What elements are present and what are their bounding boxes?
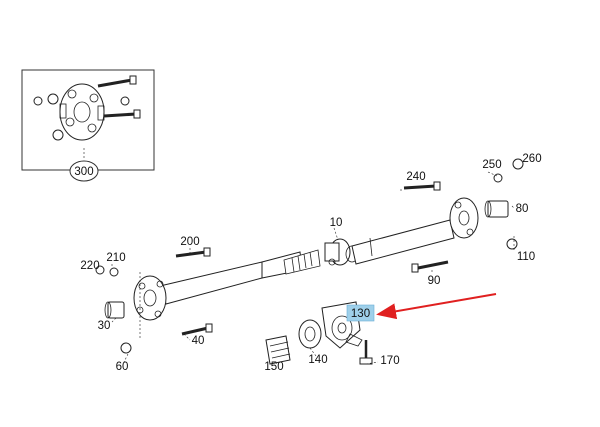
part-240-bolt <box>403 181 441 191</box>
part-260-nut <box>512 158 524 170</box>
callout-200: 200 <box>180 236 199 248</box>
part-30-sleeve <box>104 301 125 319</box>
callout-300: 300 <box>74 166 93 178</box>
callout-150: 150 <box>264 361 283 373</box>
callout-140: 140 <box>308 354 327 366</box>
callout-40: 40 <box>192 335 205 347</box>
front-flange <box>449 197 479 239</box>
part-80-sleeve <box>484 200 509 218</box>
part-140-bearing-ring <box>298 319 322 349</box>
callout-30: 30 <box>98 320 111 332</box>
callout-210: 210 <box>106 252 125 264</box>
drive-shaft <box>133 197 479 321</box>
callout-250: 250 <box>482 159 501 171</box>
inset-box: 300 <box>21 69 155 182</box>
inset-nuts <box>33 93 130 141</box>
part-220-nut <box>95 265 105 275</box>
callout-130: 130 <box>351 308 370 320</box>
part-150-boot <box>265 335 291 365</box>
callout-240: 240 <box>406 171 425 183</box>
inset-bolts <box>97 75 141 119</box>
callout-220: 220 <box>80 260 99 272</box>
callout-260: 260 <box>522 153 541 165</box>
leader-lines <box>111 171 515 367</box>
callout-170: 170 <box>380 355 399 367</box>
rear-flange <box>133 275 167 321</box>
part-210-washer <box>109 267 119 277</box>
callout-110: 110 <box>517 251 535 263</box>
highlight-box <box>346 304 375 322</box>
callout-80: 80 <box>516 203 529 215</box>
part-60-nut <box>120 342 132 354</box>
part-90-bolt <box>411 260 449 273</box>
callout-60: 60 <box>116 361 129 373</box>
part-110-nut <box>506 238 518 250</box>
callout-10: 10 <box>330 217 343 229</box>
part-200-bolt <box>175 247 211 258</box>
part-250-washer <box>493 173 503 183</box>
callout-90: 90 <box>428 275 441 287</box>
part-40-bolt <box>181 323 213 336</box>
annotation-arrow <box>376 293 497 320</box>
part-170-bolt <box>359 340 373 365</box>
inset-flex-disc <box>59 83 105 141</box>
inset-callout-oval <box>69 160 99 182</box>
callout-130-highlight: 130 <box>346 304 375 322</box>
center-joint <box>324 238 359 266</box>
